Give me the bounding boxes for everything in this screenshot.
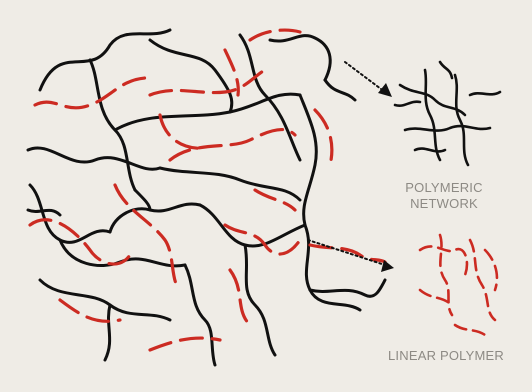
linear-polymer-cluster [420, 235, 497, 335]
network-chain [30, 185, 110, 242]
network-chain [245, 245, 275, 355]
network-cluster-chain [455, 75, 468, 165]
network-chain [310, 280, 385, 296]
network-chain [135, 190, 150, 210]
network-cluster-chain [405, 126, 490, 131]
linear-chain [160, 115, 205, 148]
linear-cluster-chain [485, 250, 497, 290]
network-cluster-chain [440, 62, 452, 78]
network-chain [105, 305, 110, 360]
linear-cluster-chain [455, 325, 485, 335]
linear-chain [150, 70, 265, 95]
linear-chain [60, 300, 120, 321]
network-chain [300, 95, 316, 225]
linear-cluster-chain [420, 246, 467, 275]
network-cluster-chain [415, 149, 445, 152]
linear-cluster-chain [440, 235, 452, 315]
network-chain [270, 36, 330, 80]
network-chain [160, 168, 300, 200]
polymeric-network-label: POLYMERIC NETWORK [384, 180, 504, 212]
linear-polymer-label: LINEAR POLYMER [360, 348, 532, 364]
network-chain [185, 265, 215, 365]
network-cluster-chain [425, 70, 440, 160]
network-cluster-chain [395, 102, 420, 106]
linear-chain [170, 130, 295, 160]
linear-chain [115, 185, 180, 290]
network-chain [150, 40, 232, 112]
polymeric-network-cluster [395, 62, 500, 165]
network-chain [305, 225, 360, 310]
linear-chain [30, 220, 130, 264]
polymeric-network-label-line2: NETWORK [384, 196, 504, 212]
network-chain [110, 204, 200, 232]
linear-chain [150, 338, 220, 350]
network-chain [325, 80, 355, 100]
network-chain [28, 148, 160, 169]
linear-cluster-chain [470, 240, 495, 320]
network-chain [200, 205, 305, 246]
arrow-to-polymeric-network [345, 62, 392, 97]
network-chain [115, 94, 300, 130]
polymeric-network-label-line1: POLYMERIC [384, 180, 504, 196]
arrow-to-linear-polymer [308, 240, 394, 272]
linear-chain [35, 78, 145, 108]
main-network-black-chains [28, 30, 385, 365]
network-cluster-chain [470, 92, 500, 95]
